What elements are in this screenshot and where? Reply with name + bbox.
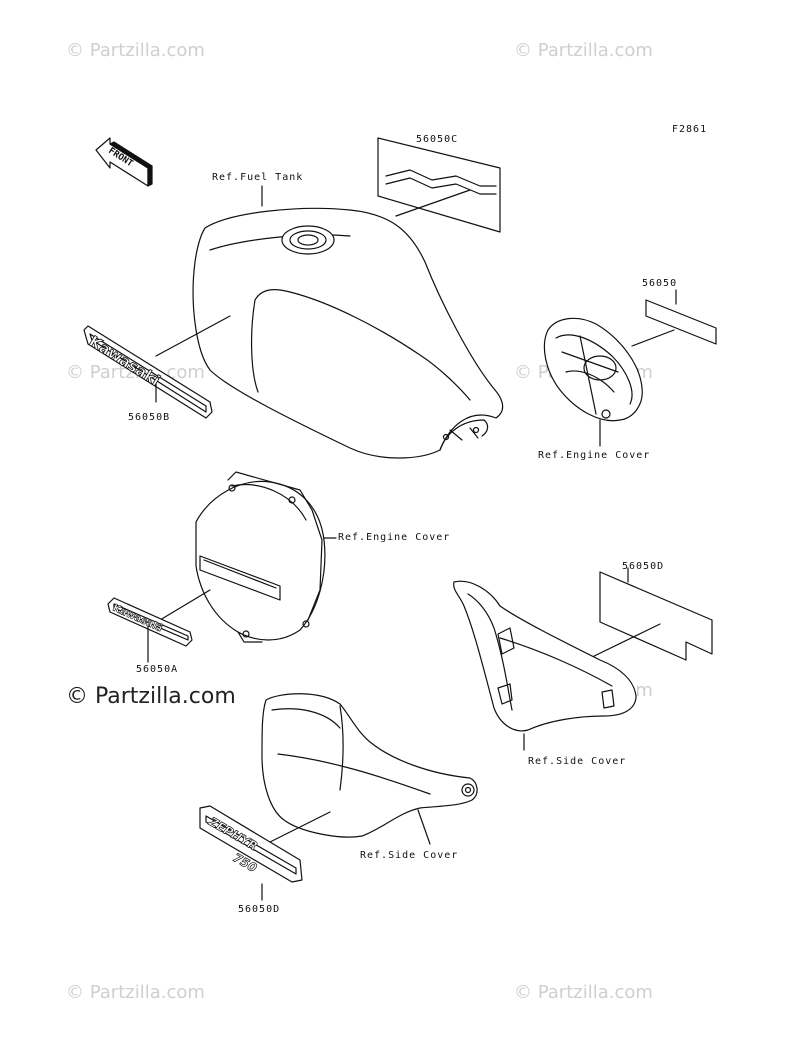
ref-engine-cover-top-label: Ref.Engine Cover [538,450,651,461]
fuel-tank [155,185,504,459]
decal-56050 [631,289,717,347]
decal-56050b [83,325,213,419]
watermark: © Partzilla.com [66,40,205,61]
front-arrow-icon [95,137,153,187]
engine-cover-top [543,317,643,447]
watermark: © Partzilla.com [66,982,205,1003]
part-label-56050c: 56050C [416,134,459,145]
part-label-56050a: 56050A [136,664,179,675]
part-label-56050d-bottom: 56050D [238,904,281,915]
part-label-56050: 56050 [642,278,678,289]
engine-cover-left [149,471,337,643]
decal-56050d-bottom [199,805,331,901]
part-label-56050b: 56050B [128,412,171,423]
ref-engine-cover-left-label: Ref.Engine Cover [338,532,451,543]
watermark-large: © Partzilla.com [66,684,236,709]
kawasaki-decal-text: Kawasaki [86,332,163,390]
decal-56050c [377,137,501,233]
ref-side-cover-right-label: Ref.Side Cover [528,756,627,767]
ref-fuel-tank-label: Ref.Fuel Tank [212,172,304,183]
decal-56050d-right [585,567,713,661]
decal-56050a [107,597,193,663]
part-label-56050d-right: 56050D [622,561,665,572]
side-cover-right [453,580,637,751]
ref-side-cover-bottom-label: Ref.Side Cover [360,850,459,861]
figure-code: F2861 [672,124,708,135]
watermark: © Partzilla.com [514,982,653,1003]
side-cover-bottom [261,693,478,845]
watermark: © Partzilla.com [514,40,653,61]
